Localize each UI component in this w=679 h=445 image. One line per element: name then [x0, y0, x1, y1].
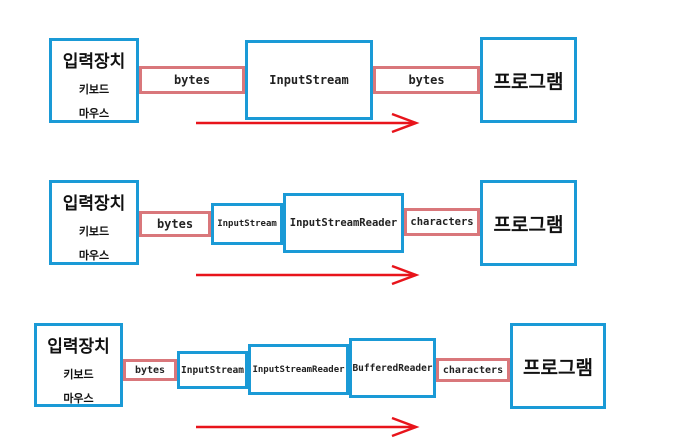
- stream-class-text: InputStreamReader: [252, 364, 345, 375]
- data-type-text: characters: [442, 364, 504, 376]
- input-device-mouse: 마우스: [78, 107, 110, 120]
- program-label: 프로그램: [493, 70, 564, 93]
- input-device-mouse: 마우스: [78, 249, 110, 262]
- program-label: 프로그램: [493, 213, 564, 236]
- data-type-text: bytes: [173, 73, 211, 87]
- program-box-row3: 프로그램: [510, 323, 606, 409]
- stream-class-text: InputStream: [269, 73, 349, 87]
- bufferedreader-box-row3: BufferedReader: [349, 338, 436, 398]
- input-device-box-row3: 입력장치 키보드 마우스: [34, 323, 123, 407]
- stream-class-text: InputStreamReader: [289, 217, 398, 229]
- inputstream-box-row2: InputStream: [211, 203, 283, 245]
- characters-label-row2: characters: [404, 208, 480, 236]
- input-device-box-row1: 입력장치 키보드 마우스: [49, 38, 139, 123]
- flow-arrow-row3: [196, 416, 420, 438]
- flow-arrow-row2: [196, 264, 420, 286]
- program-box-row1: 프로그램: [480, 37, 577, 123]
- bytes-label-row3: bytes: [123, 359, 177, 381]
- data-type-text: characters: [410, 216, 474, 228]
- input-device-title: 입력장치: [62, 194, 126, 214]
- input-device-keyboard: 키보드: [78, 83, 110, 96]
- stream-class-text: BufferedReader: [352, 362, 433, 374]
- characters-label-row3: characters: [436, 358, 510, 382]
- inputstream-box-row1: InputStream: [245, 40, 373, 120]
- stream-class-text: InputStream: [181, 364, 244, 376]
- program-box-row2: 프로그램: [480, 180, 577, 266]
- inputstream-box-row3: InputStream: [177, 351, 248, 389]
- stream-class-text: InputStream: [217, 219, 277, 229]
- input-device-keyboard: 키보드: [63, 368, 94, 381]
- input-device-title: 입력장치: [62, 52, 126, 72]
- input-device-title: 입력장치: [47, 337, 110, 357]
- input-device-box-row2: 입력장치 키보드 마우스: [49, 180, 139, 265]
- bytes-label-row2: bytes: [139, 211, 211, 237]
- data-type-text: bytes: [134, 364, 166, 376]
- bytes-label-row1-right: bytes: [373, 66, 480, 94]
- inputstreamreader-box-row3: InputStreamReader: [248, 344, 349, 395]
- program-label: 프로그램: [523, 356, 593, 379]
- data-type-text: bytes: [408, 73, 445, 87]
- flow-arrow-row1: [196, 112, 420, 134]
- input-device-keyboard: 키보드: [78, 225, 110, 238]
- inputstreamreader-box-row2: InputStreamReader: [283, 193, 404, 253]
- bytes-label-row1-left: bytes: [139, 66, 245, 94]
- input-device-mouse: 마우스: [63, 392, 94, 405]
- data-type-text: bytes: [156, 217, 194, 231]
